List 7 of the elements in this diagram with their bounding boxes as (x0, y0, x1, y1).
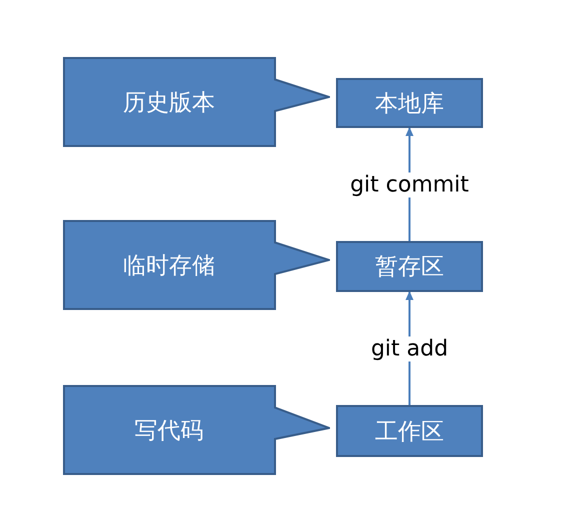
process-box: 工作区 (336, 405, 483, 457)
callout-box: 历史版本 (63, 57, 330, 147)
callout-box: 写代码 (63, 385, 330, 475)
callout-box: 临时存储 (63, 220, 330, 310)
edge-label: git commit (348, 172, 471, 197)
process-box: 暂存区 (336, 241, 483, 292)
process-box: 本地库 (336, 78, 483, 128)
